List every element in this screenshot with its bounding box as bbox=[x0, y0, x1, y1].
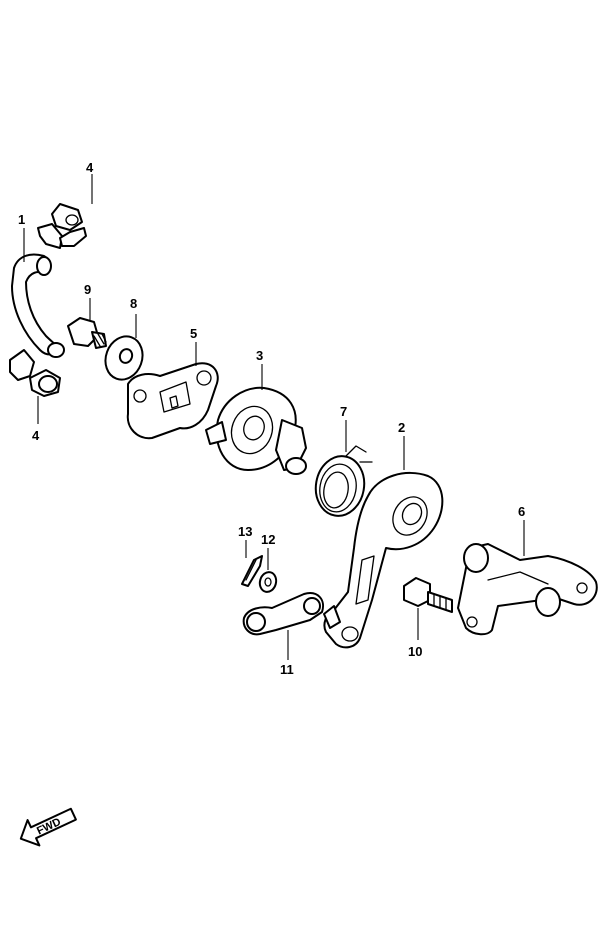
callout-10: 10 bbox=[408, 644, 422, 659]
fwd-label: FWD bbox=[35, 816, 63, 837]
part-13-cotter-pin bbox=[241, 555, 263, 587]
part-1-hose bbox=[11, 253, 65, 358]
fwd-arrow-icon: FWD bbox=[19, 807, 77, 847]
part-7-spring bbox=[314, 445, 373, 517]
callout-13: 13 bbox=[238, 524, 252, 539]
part-4-lower-clamp bbox=[9, 349, 61, 397]
callout-5: 5 bbox=[190, 326, 197, 341]
part-4-upper-clamp bbox=[37, 203, 87, 249]
part-6-bracket bbox=[457, 543, 598, 636]
part-3-cam bbox=[205, 386, 307, 475]
callout-4-upper: 4 bbox=[86, 160, 94, 175]
part-10-bolt bbox=[403, 577, 453, 613]
part-9-bolt bbox=[67, 317, 107, 349]
part-11-link bbox=[242, 592, 324, 636]
callout-3: 3 bbox=[256, 348, 263, 363]
callout-6: 6 bbox=[518, 504, 525, 519]
part-5-plate bbox=[126, 362, 219, 440]
callout-11: 11 bbox=[280, 662, 294, 677]
callout-1: 1 bbox=[18, 212, 25, 227]
part-8-washer bbox=[104, 335, 144, 381]
callout-12: 12 bbox=[261, 532, 275, 547]
callout-8: 8 bbox=[130, 296, 137, 311]
callout-2: 2 bbox=[398, 420, 405, 435]
callout-7: 7 bbox=[340, 404, 347, 419]
callout-9: 9 bbox=[84, 282, 91, 297]
part-2-lever bbox=[323, 471, 444, 649]
part-12-washer bbox=[258, 571, 278, 593]
callout-4-lower: 4 bbox=[32, 428, 40, 443]
